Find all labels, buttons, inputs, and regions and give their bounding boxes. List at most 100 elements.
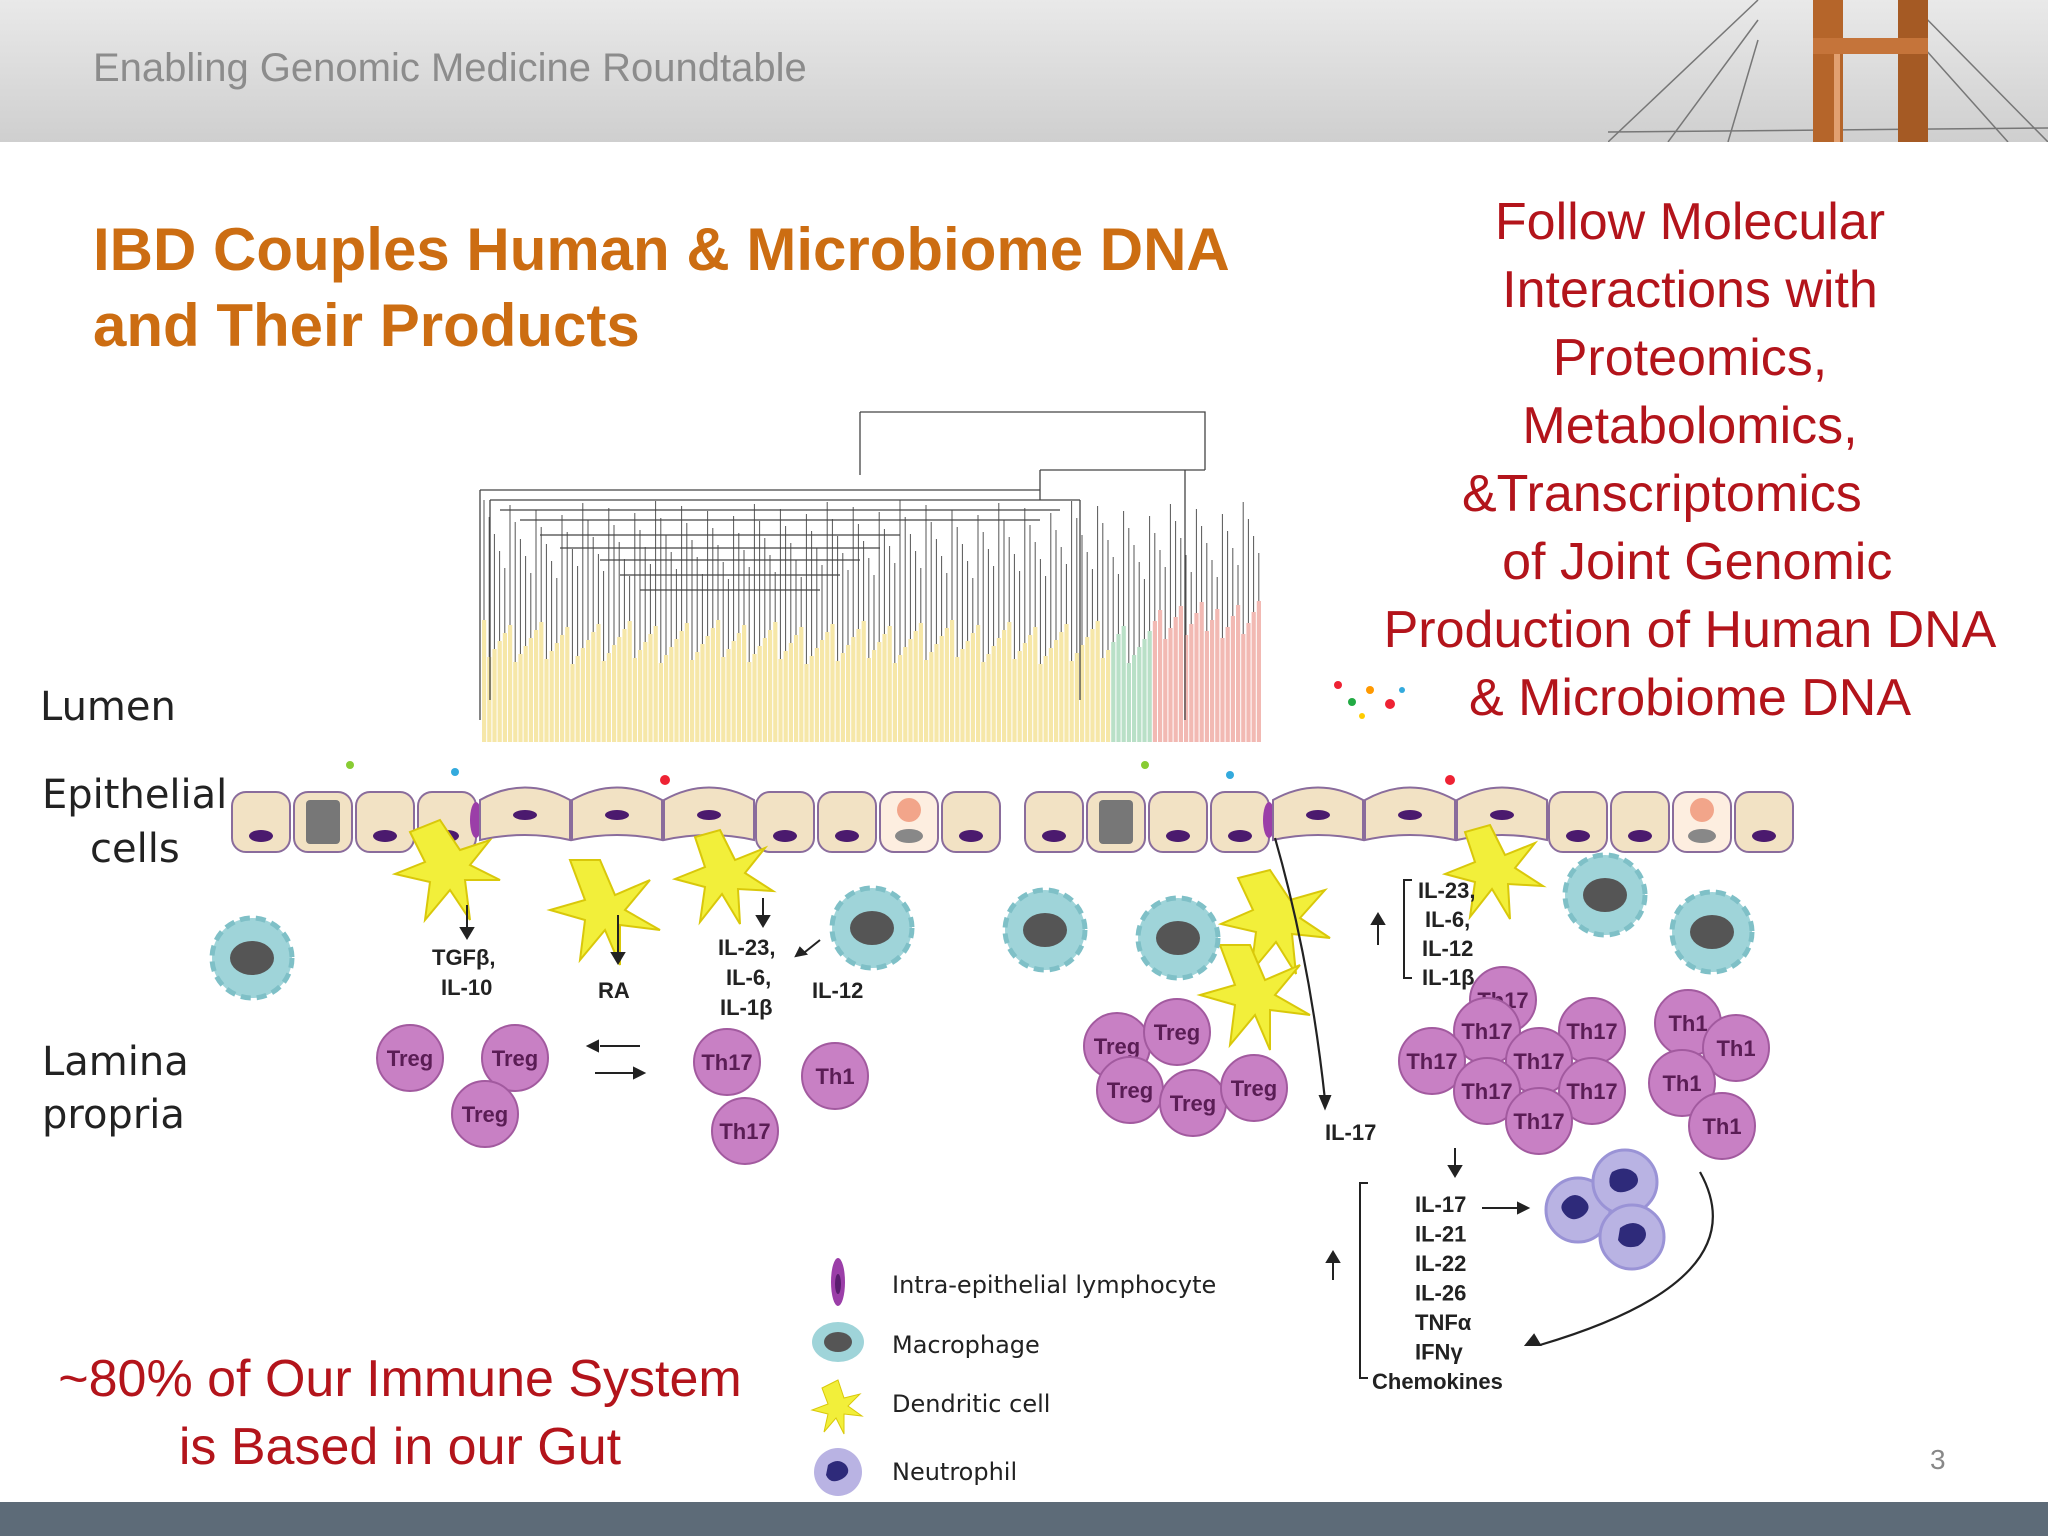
cytokine-il1b-left: IL-1β	[720, 995, 773, 1020]
abundance-bar	[877, 642, 882, 742]
goblet-granules	[1690, 798, 1714, 822]
cell-nucleus	[1042, 830, 1066, 842]
svg-text:Th17: Th17	[1513, 1049, 1564, 1074]
cell-nucleus	[959, 830, 983, 842]
macrophage	[1562, 852, 1648, 938]
abundance-bar	[497, 641, 502, 742]
abundance-bar	[1184, 635, 1189, 742]
abundance-bar	[612, 645, 617, 742]
label-cells: cells	[90, 826, 180, 872]
cytokine-il12-left: IL-12	[812, 978, 863, 1003]
right-callout-line: Proteomics,	[1552, 329, 1828, 387]
abundance-bar	[632, 658, 637, 742]
abundance-bar	[809, 656, 814, 742]
label-propria: propria	[42, 1092, 185, 1138]
abundance-bar	[794, 635, 799, 742]
abundance-bar	[1033, 627, 1038, 742]
abundance-bar	[617, 637, 622, 742]
effector-cytokine: TNFα	[1415, 1310, 1472, 1335]
abundance-bar	[502, 633, 507, 742]
abundance-bar	[882, 634, 887, 742]
abundance-bar	[752, 654, 757, 742]
label-lumen: Lumen	[40, 684, 176, 730]
abundance-bar	[846, 645, 851, 742]
cell-nucleus	[895, 829, 923, 843]
right-callout-line: & Microbiome DNA	[1468, 669, 1912, 727]
slide-title: IBD Couples Human & Microbiome DNA and T…	[93, 212, 1230, 364]
neutrophil-icon	[814, 1448, 862, 1496]
epithelial-cell	[1210, 791, 1270, 853]
abundance-bar	[1100, 658, 1105, 742]
cell-nucleus	[1752, 830, 1776, 842]
abundance-bar	[1204, 631, 1209, 742]
abundance-bar	[1194, 613, 1199, 742]
abundance-bar	[799, 627, 804, 742]
abundance-bar	[918, 623, 923, 742]
abundance-bar	[830, 624, 835, 742]
cytokine-ra: RA	[598, 978, 630, 1003]
abundance-bar	[924, 660, 929, 742]
svg-text:Treg: Treg	[1154, 1020, 1200, 1045]
svg-text:Th1: Th1	[1716, 1036, 1755, 1061]
abundance-bar	[955, 657, 960, 742]
abundance-bar	[757, 646, 762, 742]
abundance-bar	[934, 644, 939, 742]
abundance-bar	[804, 664, 809, 742]
abundance-bar	[606, 653, 611, 742]
label-lamina: Lamina	[42, 1039, 189, 1085]
abundance-bar	[1152, 621, 1157, 742]
abundance-bar	[1215, 609, 1220, 742]
abundance-bar	[622, 629, 627, 742]
abundance-bar	[513, 662, 518, 742]
abundance-bar	[1012, 659, 1017, 742]
abundance-bar	[518, 654, 523, 742]
abundance-bar	[762, 638, 767, 742]
bottom-callout: ~80% of Our Immune System is Based in ou…	[0, 1345, 800, 1481]
cytokine-il1b-right: IL-1β	[1422, 965, 1475, 990]
abundance-bar	[508, 625, 513, 742]
svg-text:Th1: Th1	[815, 1064, 854, 1089]
abundance-bar	[1059, 632, 1064, 742]
abundance-bar	[742, 625, 747, 742]
abundance-bar	[1090, 629, 1095, 742]
treg-cell: Treg	[1220, 1054, 1288, 1122]
epithelial-cell	[817, 791, 877, 853]
cell-nucleus	[835, 830, 859, 842]
abundance-bar	[1189, 624, 1194, 742]
abundance-bar	[684, 623, 689, 742]
macrophage	[1135, 895, 1221, 981]
abundance-bar	[1074, 653, 1079, 742]
svg-text:Th17: Th17	[719, 1119, 770, 1144]
abundance-bar	[716, 620, 721, 742]
effector-cytokine: IL-22	[1415, 1251, 1466, 1276]
svg-text:Th17: Th17	[1406, 1049, 1457, 1074]
label-epithelial: Epithelial	[42, 772, 227, 818]
abundance-bar	[1225, 627, 1230, 742]
th1-cell: Th1	[1702, 1014, 1770, 1082]
legend-label-macrophage: Macrophage	[892, 1331, 1040, 1359]
abundance-bar	[482, 620, 487, 742]
abundance-bar	[736, 633, 741, 742]
epithelial-layer-ibd	[1024, 786, 1794, 853]
abundance-bar	[944, 628, 949, 742]
effector-cytokine: IL-17	[1415, 1192, 1466, 1217]
abundance-bar	[596, 624, 601, 742]
enteroendocrine-cell	[1099, 800, 1133, 844]
abundance-bars	[482, 500, 1261, 742]
slide-footer-bar	[0, 1502, 2048, 1536]
th17-cell: Th17	[1558, 997, 1626, 1065]
epithelial-cell	[355, 791, 415, 853]
svg-text:Th17: Th17	[1461, 1079, 1512, 1104]
treg-cell: Treg	[376, 1024, 444, 1092]
abundance-bar	[1111, 642, 1116, 742]
svg-text:Th17: Th17	[701, 1050, 752, 1075]
abundance-bar	[648, 634, 653, 742]
abundance-bar	[851, 637, 856, 742]
abundance-bar	[1106, 650, 1111, 742]
abundance-bar	[1230, 616, 1235, 742]
slide-header: Enabling Genomic Medicine Roundtable	[0, 0, 2048, 142]
abundance-bar	[887, 626, 892, 742]
svg-text:Th1: Th1	[1662, 1071, 1701, 1096]
abundance-bar	[1048, 648, 1053, 742]
